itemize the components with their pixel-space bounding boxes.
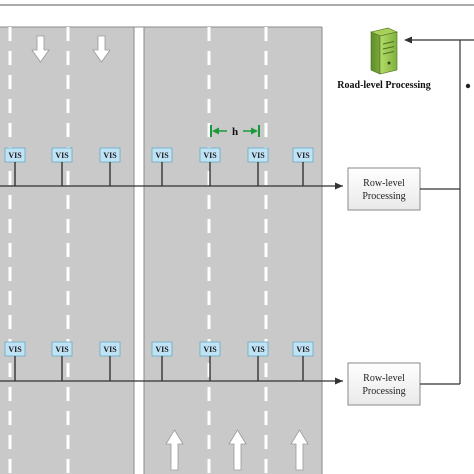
vis-sensor: VIS <box>292 341 314 381</box>
row-processing-label-line2: Processing <box>362 386 405 397</box>
vis-sensor: VIS <box>4 147 26 186</box>
arrowhead-icon <box>404 36 412 44</box>
vis-sensor-label: VIS <box>155 345 169 354</box>
arrowhead-icon <box>335 182 343 190</box>
down-arrow-icon <box>92 35 111 63</box>
row-processing-label-line2: Processing <box>362 191 405 202</box>
row-processing-label-line1: Row-level <box>363 178 405 189</box>
vis-sensor-label: VIS <box>103 345 117 354</box>
spacing-marker: h <box>210 124 260 138</box>
vis-sensor: VIS <box>99 147 121 186</box>
up-arrow-icon <box>228 429 247 471</box>
vis-sensor: VIS <box>292 147 314 186</box>
vis-sensor-label: VIS <box>251 151 265 160</box>
vis-sensor-label: VIS <box>251 345 265 354</box>
vis-sensor: VIS <box>151 147 173 186</box>
row-processing-box-bottom: Row-level Processing <box>347 362 421 406</box>
vis-sensor-label: VIS <box>296 345 310 354</box>
vis-sensor: VIS <box>151 341 173 381</box>
vis-sensor-label: VIS <box>55 345 69 354</box>
vis-sensor: VIS <box>199 341 221 381</box>
vis-sensor: VIS <box>51 147 73 186</box>
lane-arrows-up <box>165 429 309 471</box>
vis-sensor-label: VIS <box>155 151 169 160</box>
vis-sensor-label: VIS <box>8 151 22 160</box>
vis-sensor-label: VIS <box>203 345 217 354</box>
up-arrow-icon <box>165 429 184 471</box>
server-label: Road-level Processing <box>337 80 430 91</box>
vis-sensor-label: VIS <box>103 151 117 160</box>
sensor-row-bottom: VIS VIS VIS VIS VIS VIS VIS <box>0 341 343 385</box>
dot-marker <box>465 83 471 89</box>
row-processing-box-top: Row-level Processing <box>347 167 421 211</box>
server-icon <box>370 27 398 75</box>
vis-sensor: VIS <box>247 341 269 381</box>
vis-sensor: VIS <box>99 341 121 381</box>
vis-sensor: VIS <box>199 147 221 186</box>
spacing-label: h <box>232 126 238 138</box>
arrowhead-icon <box>335 377 343 385</box>
vis-sensor-label: VIS <box>55 151 69 160</box>
down-arrow-icon <box>31 35 50 63</box>
lane-markings <box>8 27 268 474</box>
road-right-section <box>144 27 322 474</box>
sensor-row-top: VIS VIS VIS VIS VIS VIS VIS <box>0 147 343 190</box>
vis-sensor-label: VIS <box>296 151 310 160</box>
vis-sensor: VIS <box>51 341 73 381</box>
lane-arrows-down <box>31 35 111 63</box>
up-arrow-icon <box>290 429 309 471</box>
vis-sensor-label: VIS <box>203 151 217 160</box>
vis-sensor: VIS <box>4 341 26 381</box>
uplink-connectors <box>407 39 474 385</box>
vis-sensor: VIS <box>247 147 269 186</box>
row-processing-label-line1: Row-level <box>363 373 405 384</box>
vis-sensor-label: VIS <box>8 345 22 354</box>
